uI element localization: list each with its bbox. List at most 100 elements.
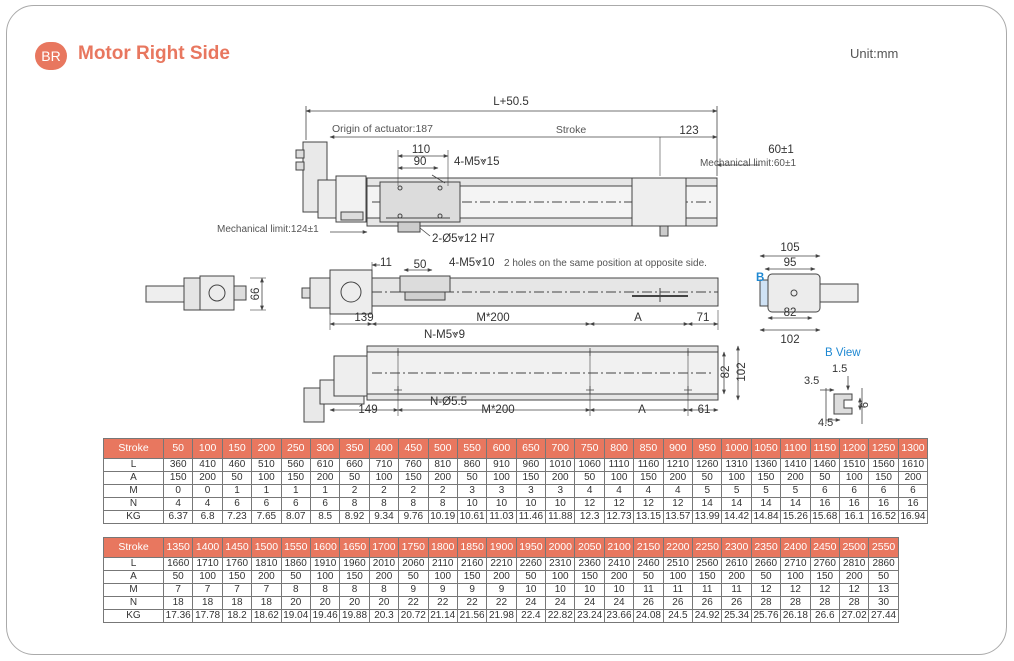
table-cell: 8.5 <box>309 510 341 524</box>
table-cell: 16 <box>838 497 870 511</box>
dim-l-total: L+50.5 <box>493 96 529 108</box>
table-cell: 410 <box>192 458 223 472</box>
table-cell: 9 <box>398 583 429 597</box>
header-stroke: 1500 <box>251 537 282 558</box>
table-cell: 1810 <box>251 557 282 571</box>
table-cell: 1960 <box>339 557 370 571</box>
table-cell: 2860 <box>868 557 899 571</box>
row-label: N <box>103 596 164 610</box>
table-cell: 100 <box>192 570 223 584</box>
dim-61: 61 <box>698 404 711 416</box>
right-end-view <box>759 254 859 332</box>
table-cell: 360 <box>162 458 194 472</box>
table-cell: 14 <box>750 497 782 511</box>
header-stroke: 2200 <box>662 537 694 558</box>
header-stroke: 900 <box>662 438 694 459</box>
table-cell: 2 <box>398 484 429 498</box>
header-stroke: 1550 <box>280 537 311 558</box>
table-cell: 20 <box>368 596 400 610</box>
table-cell: 16.1 <box>838 510 870 524</box>
table-cell: 5 <box>721 484 752 498</box>
header-stroke: 550 <box>456 438 488 459</box>
table-cell: 1 <box>221 484 253 498</box>
table-cell: 4 <box>633 484 664 498</box>
header-stroke: 2500 <box>838 537 870 558</box>
table-cell: 960 <box>515 458 547 472</box>
table-cell: 1260 <box>692 458 723 472</box>
table-cell: 2810 <box>838 557 870 571</box>
table-cell: 8.92 <box>339 510 370 524</box>
header-stroke: 700 <box>545 438 576 459</box>
table-cell: 200 <box>721 570 752 584</box>
table-cell: 11.46 <box>515 510 547 524</box>
header-stroke: 350 <box>339 438 370 459</box>
table-cell: 7.23 <box>221 510 253 524</box>
table-cell: 1410 <box>780 458 811 472</box>
header-stroke: 850 <box>633 438 664 459</box>
table-cell: 9 <box>456 583 488 597</box>
left-end-view <box>145 275 266 311</box>
table-cell: 460 <box>221 458 253 472</box>
header-stroke: 500 <box>427 438 458 459</box>
table-cell: 10 <box>545 497 576 511</box>
dim-3-5: 3.5 <box>804 375 819 387</box>
table-cell: 25.34 <box>721 609 752 623</box>
header-stroke: 1100 <box>780 438 811 459</box>
table-cell: 23.66 <box>603 609 635 623</box>
row-label: N <box>103 497 164 511</box>
table-cell: 20 <box>309 596 341 610</box>
table-cell: 100 <box>368 471 400 485</box>
table-cell: 13.99 <box>692 510 723 524</box>
table-cell: 150 <box>809 570 840 584</box>
row-label: A <box>103 570 164 584</box>
table-cell: 1510 <box>838 458 870 472</box>
header-stroke: 2300 <box>721 537 752 558</box>
table-cell: 1010 <box>545 458 576 472</box>
table-cell: 17.78 <box>192 609 223 623</box>
table-cell: 1660 <box>162 557 194 571</box>
table-cell: 10 <box>603 583 635 597</box>
dim-m200-top: M*200 <box>476 312 509 324</box>
table-cell: 150 <box>633 471 664 485</box>
header-stroke: 1200 <box>838 438 870 459</box>
table-cell: 150 <box>339 570 370 584</box>
table-cell: 22.4 <box>515 609 547 623</box>
header-stroke: 600 <box>486 438 517 459</box>
table-cell: 28 <box>809 596 840 610</box>
dim-m200-bottom: M*200 <box>481 404 514 416</box>
table-cell: 660 <box>339 458 370 472</box>
row-label: L <box>103 458 164 472</box>
table-cell: 2060 <box>398 557 429 571</box>
dim-102-end: 102 <box>780 334 799 346</box>
table-cell: 3 <box>545 484 576 498</box>
header-stroke: 250 <box>280 438 311 459</box>
table-cell: 12 <box>750 583 782 597</box>
header-stroke-label: Stroke <box>103 438 164 459</box>
table-cell: 8 <box>339 583 370 597</box>
dim-71: 71 <box>697 312 710 324</box>
header-stroke: 650 <box>515 438 547 459</box>
table-cell: 26 <box>633 596 664 610</box>
dim-a-bottom: A <box>638 404 646 416</box>
table-cell: 10.61 <box>456 510 488 524</box>
table-cell: 8 <box>339 497 370 511</box>
table-cell: 100 <box>662 570 694 584</box>
table-cell: 50 <box>339 471 370 485</box>
table-cell: 9.34 <box>368 510 400 524</box>
header-stroke: 1400 <box>192 537 223 558</box>
table-cell: 12 <box>633 497 664 511</box>
table-cell: 21.14 <box>427 609 458 623</box>
row-label: KG <box>103 609 164 623</box>
table-cell: 6 <box>280 497 311 511</box>
table-cell: 50 <box>633 570 664 584</box>
table-cell: 10 <box>486 497 517 511</box>
header-stroke: 2100 <box>603 537 635 558</box>
table-cell: 2010 <box>368 557 400 571</box>
label-n-m5: N-M5⩔9 <box>424 329 465 341</box>
table-cell: 12 <box>780 583 811 597</box>
header-stroke: 1450 <box>221 537 253 558</box>
